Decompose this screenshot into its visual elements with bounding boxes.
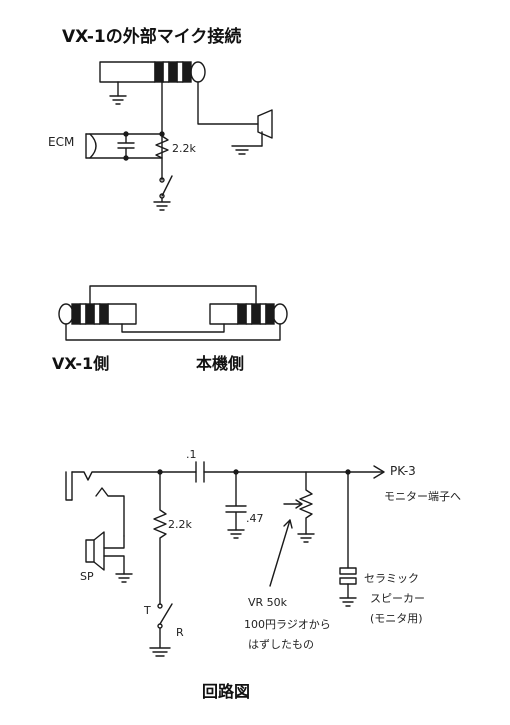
vx1-side-label: VX-1側 [52,354,110,373]
junction-dot [123,155,129,161]
jack-tip-line [71,471,161,481]
output-arrow-icon [373,465,385,479]
speaker-cone [93,531,105,571]
pointer-arrowhead [283,519,293,529]
right-plug-ring [265,303,275,325]
capacitor-symbol [117,133,135,159]
cable-wire-middle [121,323,225,333]
switch-lever [161,175,173,197]
pk3-label: PK-3 [390,464,416,478]
mic-connection-diagram [85,61,273,211]
cable-wire-outer [65,323,281,341]
bypass-capacitor [225,471,247,531]
ground-icon [149,627,171,657]
ground-icon [297,533,315,543]
right-plug-tip [272,303,288,325]
left-plug-tip [58,303,74,325]
plug-body [99,61,156,83]
right-plug-ring [251,303,261,325]
left-plug-ring [71,303,81,325]
resistor-value-label: 2.2k [172,142,196,155]
ecm-label: ECM [48,135,75,149]
earphone-icon [257,109,273,139]
ecm-icon [85,133,97,159]
plug-tip [190,61,206,83]
plug-ring-1 [154,61,164,83]
junction-dot [123,131,129,137]
ceramic-speaker-label-2: スピーカー [370,592,425,605]
ground-icon [109,95,127,105]
jack-switch-line [95,487,125,537]
main-side-label: 本機側 [196,354,245,373]
jack-sleeve [65,471,73,501]
monitor-terminal-label: モニター端子へ [384,490,461,503]
switch-lever [159,603,173,625]
ground-icon [153,197,171,211]
vr-source-label-2: はずしたもの [248,638,314,651]
circuit-title: 回路図 [202,682,251,701]
left-plug-body [107,303,137,325]
pull-resistor [153,471,167,605]
right-plug-body [209,303,239,325]
volume-resistor [299,471,313,535]
ground-icon [231,145,263,155]
switch-t-label: T [144,604,151,617]
wiper-arrow [283,499,303,509]
left-plug-insulator [79,303,87,325]
left-plug-ring [85,303,95,325]
cable-diagram [58,285,288,341]
resistor-symbol [155,135,169,159]
left-plug-insulator [93,303,101,325]
switch-r-label: R [176,626,184,639]
right-plug-insulator [245,303,253,325]
circuit-diagram [65,461,385,657]
bypass-capacitor-label: .47 [246,512,264,525]
ceramic-speaker-label-3: (モニタ用) [370,612,423,625]
vr-source-label: 100円ラジオから [244,618,331,631]
plug-ring-2 [168,61,178,83]
pull-resistor-label: 2.2k [168,518,192,531]
plug-ring-3 [182,61,192,83]
speaker-label: SP [80,570,94,583]
cable-wire-top [89,285,257,305]
ground-icon [115,573,133,583]
plug-insulator-2 [176,61,184,83]
right-plug-insulator [259,303,267,325]
coupling-capacitor [195,461,205,483]
left-plug-ring [99,303,109,325]
coupling-capacitor-label: .1 [186,448,197,461]
earphone-line [197,81,259,125]
ceramic-speaker-bottom [339,577,357,585]
ground-icon [339,583,357,607]
vr-label: VR 50k [248,596,288,609]
speaker-icon [85,539,95,563]
switch-contact [157,603,163,609]
ceramic-speaker-top [339,567,357,575]
ceramic-speaker-label: セラミック [364,572,419,585]
diagram-title: VX-1の外部マイク接続 [62,27,242,47]
switch-contact [159,177,165,183]
plug-insulator-1 [162,61,170,83]
ground-icon [227,529,245,539]
right-plug-ring [237,303,247,325]
junction-dot [159,131,165,137]
pointer-arrow [269,519,291,587]
speaker-wires [103,535,125,575]
